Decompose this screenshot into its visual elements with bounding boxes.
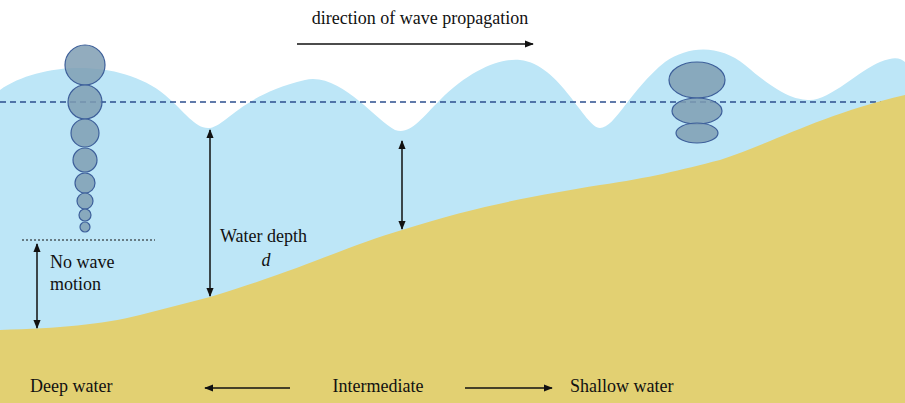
zone-label: Deep water [30, 376, 112, 398]
deep-arrow [205, 387, 290, 389]
zone-label: Intermediate [333, 376, 424, 398]
depth-arrow [209, 130, 211, 296]
no-motion-limit [22, 240, 155, 241]
zone-note: No wave motion [50, 252, 124, 295]
shallow-arrow [465, 387, 552, 389]
propagation-arrow [297, 43, 533, 45]
no-motion-arrow [36, 244, 38, 328]
dimension-label: Water depth [220, 226, 307, 248]
seabed [0, 95, 905, 403]
arrow-caption: direction of wave propagation [312, 8, 528, 30]
dimension-symbol: d [262, 250, 271, 272]
depth-arrow [401, 141, 403, 229]
shallow-orbits [669, 62, 725, 143]
still-water-line [0, 101, 905, 103]
water-body [0, 50, 905, 403]
zone-label: Shallow water [570, 376, 673, 398]
deep-orbits [65, 45, 105, 232]
